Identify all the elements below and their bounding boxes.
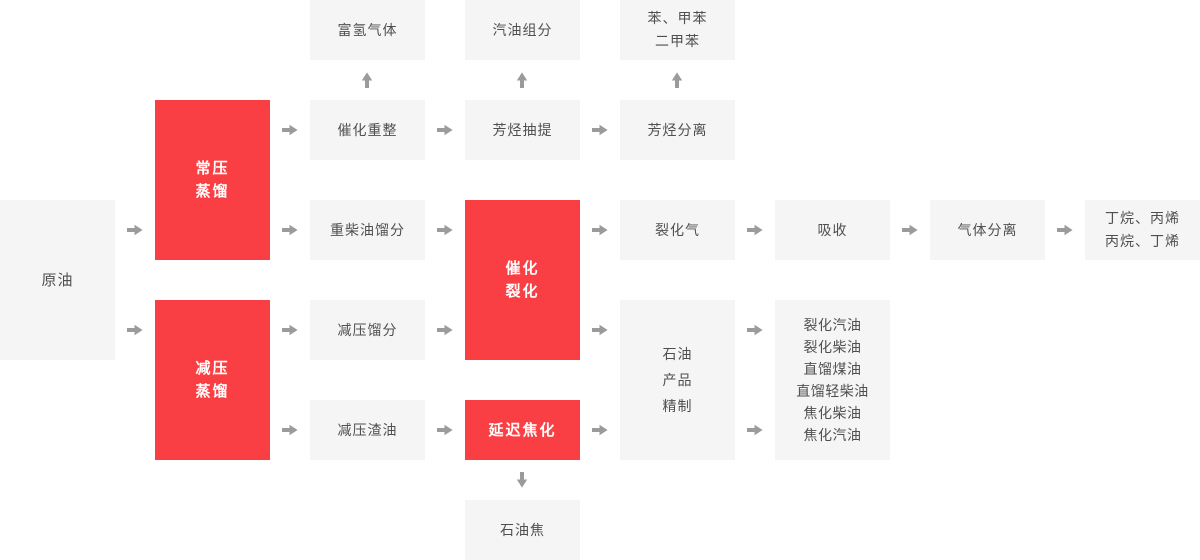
node-gasoline-component: 汽油组分 xyxy=(465,0,580,60)
arrow-absorption-to-gas-separation xyxy=(902,224,918,236)
node-hydrogen-rich-gas: 富氢气体 xyxy=(310,0,425,60)
node-petroleum-coke: 石油焦 xyxy=(465,500,580,560)
arrow-product-refining-to-refined-products-bottom xyxy=(747,424,763,436)
node-absorption: 吸收 xyxy=(775,200,890,260)
node-butane-propylene-products: 丁烷、丙烯 丙烷、丁烯 xyxy=(1085,200,1200,260)
node-delayed-coking: 延迟焦化 xyxy=(465,400,580,460)
arrow-crude-oil-to-vacuum-distillation xyxy=(127,324,143,336)
node-crude-oil: 原油 xyxy=(0,200,115,360)
arrow-cracked-gas-to-absorption xyxy=(747,224,763,236)
arrow-atmospheric-distillation-to-catalytic-reforming xyxy=(282,124,298,136)
right-arrow-icon xyxy=(592,324,608,336)
down-arrow-icon xyxy=(516,472,528,488)
node-gas-separation: 气体分离 xyxy=(930,200,1045,260)
arrow-aromatics-separation-to-benzene-toluene-xylene xyxy=(671,72,683,88)
arrow-vacuum-residue-to-delayed-coking xyxy=(437,424,453,436)
right-arrow-icon xyxy=(127,224,143,236)
arrow-catalytic-reforming-to-hydrogen-rich-gas xyxy=(361,72,373,88)
node-vacuum-distillation: 减压 蒸馏 xyxy=(155,300,270,460)
right-arrow-icon xyxy=(747,224,763,236)
node-cracked-gas: 裂化气 xyxy=(620,200,735,260)
arrow-atmospheric-distillation-to-heavy-diesel-fraction xyxy=(282,224,298,236)
right-arrow-icon xyxy=(437,424,453,436)
arrow-aromatics-extraction-to-gasoline-component xyxy=(516,72,528,88)
arrow-crude-oil-to-atmospheric-distillation xyxy=(127,224,143,236)
right-arrow-icon xyxy=(282,124,298,136)
right-arrow-icon xyxy=(902,224,918,236)
right-arrow-icon xyxy=(282,324,298,336)
arrow-vacuum-distillation-to-vacuum-fraction xyxy=(282,324,298,336)
right-arrow-icon xyxy=(592,424,608,436)
node-vacuum-fraction: 减压馏分 xyxy=(310,300,425,360)
node-heavy-diesel-fraction: 重柴油馏分 xyxy=(310,200,425,260)
arrow-delayed-coking-to-petroleum-coke xyxy=(516,472,528,488)
arrow-catalytic-reforming-to-aromatics-extraction xyxy=(437,124,453,136)
right-arrow-icon xyxy=(747,324,763,336)
right-arrow-icon xyxy=(437,124,453,136)
arrow-catalytic-cracking-to-cracked-gas xyxy=(592,224,608,236)
right-arrow-icon xyxy=(127,324,143,336)
arrow-aromatics-extraction-to-aromatics-separation xyxy=(592,124,608,136)
right-arrow-icon xyxy=(592,224,608,236)
node-benzene-toluene-xylene: 苯、甲苯 二甲苯 xyxy=(620,0,735,60)
up-arrow-icon xyxy=(516,72,528,88)
arrow-catalytic-cracking-to-product-refining xyxy=(592,324,608,336)
right-arrow-icon xyxy=(1057,224,1073,236)
right-arrow-icon xyxy=(282,224,298,236)
right-arrow-icon xyxy=(437,324,453,336)
arrow-heavy-diesel-fraction-to-catalytic-cracking xyxy=(437,224,453,236)
right-arrow-icon xyxy=(592,124,608,136)
right-arrow-icon xyxy=(282,424,298,436)
node-aromatics-separation: 芳烃分离 xyxy=(620,100,735,160)
node-refined-products: 裂化汽油 裂化柴油 直馏煤油 直馏轻柴油 焦化柴油 焦化汽油 xyxy=(775,300,890,460)
up-arrow-icon xyxy=(361,72,373,88)
right-arrow-icon xyxy=(437,224,453,236)
node-vacuum-residue: 减压渣油 xyxy=(310,400,425,460)
arrow-gas-separation-to-butane-propylene xyxy=(1057,224,1073,236)
arrow-vacuum-distillation-to-vacuum-residue xyxy=(282,424,298,436)
node-aromatics-extraction: 芳烃抽提 xyxy=(465,100,580,160)
node-catalytic-cracking: 催化 裂化 xyxy=(465,200,580,360)
arrow-product-refining-to-refined-products-top xyxy=(747,324,763,336)
arrow-vacuum-fraction-to-catalytic-cracking xyxy=(437,324,453,336)
arrow-delayed-coking-to-product-refining xyxy=(592,424,608,436)
node-petroleum-product-refining: 石油 产品 精制 xyxy=(620,300,735,460)
up-arrow-icon xyxy=(671,72,683,88)
node-atmospheric-distillation: 常压 蒸馏 xyxy=(155,100,270,260)
right-arrow-icon xyxy=(747,424,763,436)
node-catalytic-reforming: 催化重整 xyxy=(310,100,425,160)
